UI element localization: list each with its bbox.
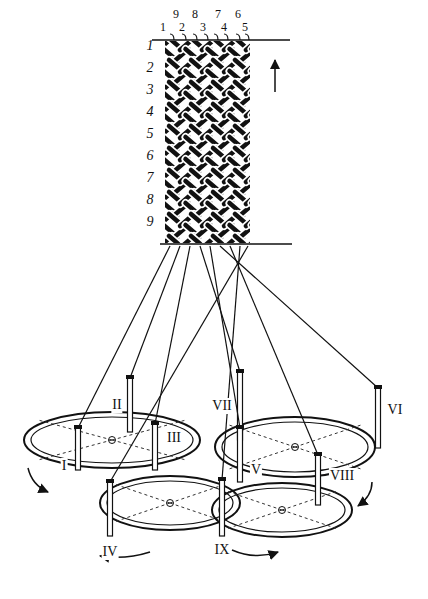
braid-strand: [235, 236, 249, 243]
bottom-line: [160, 243, 292, 245]
row-number: 4: [147, 104, 154, 120]
strand-number: 3: [200, 20, 206, 35]
row-number: 1: [147, 38, 154, 54]
spindle-rod: [238, 428, 243, 482]
strand-hook: [204, 34, 208, 40]
rotor-spoke: [114, 503, 170, 522]
rotor-spoke: [226, 510, 282, 529]
spindle-rod: [153, 424, 158, 470]
spindle-cap: [106, 479, 114, 483]
braid-gap: [169, 236, 183, 243]
rotor-spoke: [114, 484, 170, 503]
spindle-label: I: [61, 458, 68, 474]
braid-gap: [246, 236, 250, 243]
strand-number: 1: [160, 20, 166, 35]
strand-hook: [182, 34, 186, 40]
track-inner: [222, 422, 368, 472]
spindle-rod: [220, 480, 225, 536]
track-outer: [24, 412, 200, 468]
strand-number: 2: [179, 20, 185, 35]
row-number: 2: [147, 60, 154, 76]
yarn-line: [210, 246, 240, 428]
yarn-line: [230, 246, 318, 455]
yarn-line: [155, 246, 190, 424]
rotor-spoke: [170, 503, 226, 522]
spindle-label: III: [166, 430, 182, 446]
spindle-rod: [316, 455, 321, 505]
rotor-spoke: [295, 425, 361, 447]
row-number: 8: [147, 192, 154, 208]
spindle-cap: [151, 421, 159, 425]
strand-hook: [236, 34, 240, 40]
spindle-label: VI: [387, 402, 404, 418]
row-number: 3: [147, 82, 154, 98]
spindle-label: VIII: [329, 468, 355, 484]
yarn-line: [78, 246, 170, 428]
rotor-spoke: [282, 491, 338, 510]
track-inner: [219, 488, 345, 532]
rotor-spoke: [295, 447, 361, 469]
spindle-cap: [74, 425, 82, 429]
spindle-cap: [374, 385, 382, 389]
spindle-cap: [236, 425, 244, 429]
strand-hook: [245, 34, 249, 40]
spindle-rod: [76, 428, 81, 470]
strand-number: 4: [221, 20, 227, 35]
spindle-cap: [218, 477, 226, 481]
row-number: 6: [147, 148, 154, 164]
braid-strand: [191, 236, 205, 243]
top-line: [152, 39, 290, 41]
braid-strand: [246, 236, 250, 243]
spindle-label: IX: [214, 542, 231, 558]
yarn-line: [110, 246, 248, 482]
rotation-arrow: [28, 468, 48, 492]
strand-hook: [224, 34, 228, 40]
strand-hook: [214, 34, 218, 40]
spindle-rod: [376, 388, 381, 448]
braid-strand: [169, 236, 183, 243]
spindle-cap: [126, 375, 134, 379]
spindle-label: V: [250, 462, 262, 478]
rotor-spoke: [226, 491, 282, 510]
strand-number: 9: [173, 7, 179, 22]
yarn-line: [222, 246, 240, 480]
spindle-label: II: [111, 397, 122, 413]
spindle-cap: [236, 369, 244, 373]
spindle-rod: [108, 482, 113, 536]
spindle-rod: [128, 378, 133, 432]
strand-number: 7: [215, 7, 221, 22]
rotation-arrow: [358, 482, 372, 506]
strand-number: 5: [242, 20, 248, 35]
strand-number: 6: [235, 7, 241, 22]
track-outer: [212, 483, 352, 537]
direction-arrow: [274, 60, 276, 92]
strand-number: 8: [192, 7, 198, 22]
row-number: 7: [147, 170, 154, 186]
strand-hook: [170, 34, 174, 40]
braid-strand: [213, 236, 227, 243]
strand-hook: [193, 34, 197, 40]
braid-gap: [235, 236, 249, 243]
rotor-spoke: [282, 510, 338, 529]
spindle-label: VII: [211, 398, 232, 414]
track-inner: [31, 417, 193, 463]
spindle-label: IV: [102, 544, 119, 560]
rotation-arrow: [232, 550, 278, 556]
yarn-line: [220, 246, 378, 388]
braid-gap: [213, 236, 227, 243]
yarn-line: [130, 246, 180, 378]
spindle-cap: [314, 452, 322, 456]
braid-gap: [191, 236, 205, 243]
row-number: 9: [147, 214, 154, 230]
row-number: 5: [147, 126, 154, 142]
braid: [165, 41, 250, 243]
